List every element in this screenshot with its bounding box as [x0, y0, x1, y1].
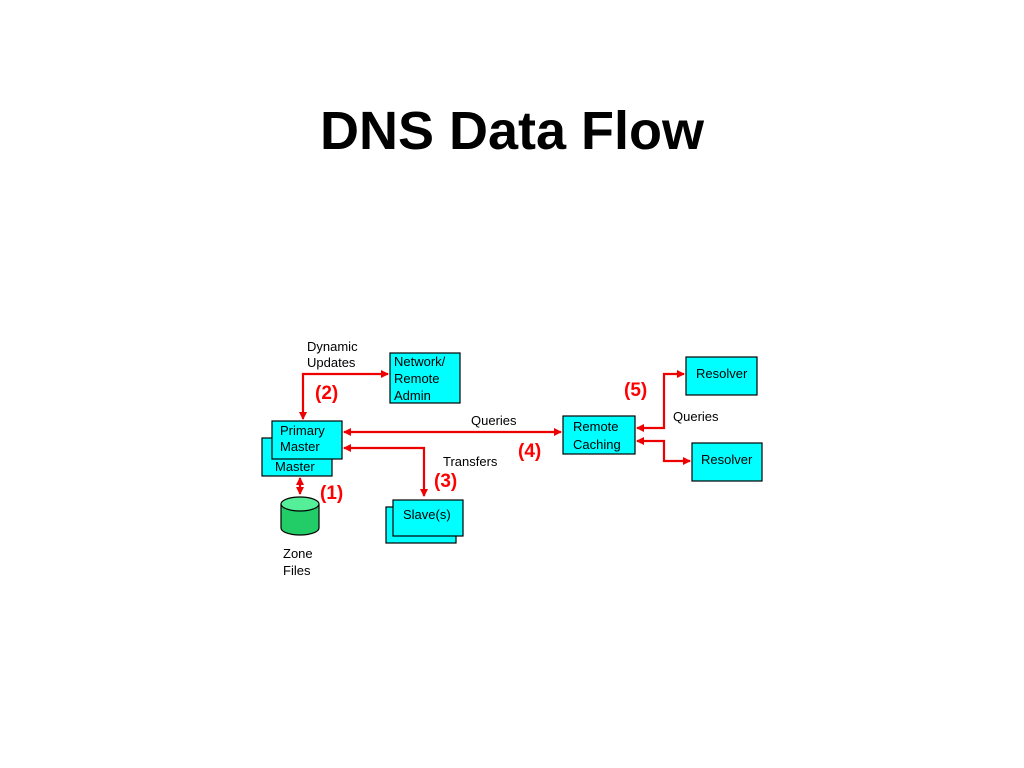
resolver-top-node: Resolver: [685, 356, 758, 396]
network-admin-node: Network/ Remote Admin: [389, 352, 461, 404]
resolver-top-label: Resolver: [696, 366, 748, 381]
queries-label: Queries: [471, 413, 517, 428]
resolver-bottom-box: [691, 442, 763, 482]
primary-master-label-1: Primary: [280, 423, 325, 438]
step-4-label: (4): [518, 441, 541, 462]
resolver-bottom-label: Resolver: [701, 452, 753, 467]
step-5-label: (5): [624, 380, 647, 401]
step-2-label: (2): [315, 383, 338, 404]
slaves-node: Slave(s): [385, 499, 464, 544]
remote-caching-box: [562, 415, 636, 455]
step-1-label: (1): [320, 483, 343, 504]
resolver-bottom-node: Resolver: [691, 442, 763, 482]
remote-caching-node: Remote Caching: [562, 415, 636, 455]
zone-files-database-icon: [280, 496, 320, 536]
dynamic-updates-label-2: Updates: [307, 355, 356, 370]
slaves-box: [392, 499, 464, 537]
transfers-label: Transfers: [443, 454, 498, 469]
zone-files-label-1: Zone: [283, 546, 313, 561]
page-title: DNS Data Flow: [319, 101, 705, 161]
queries-resolvers-label: Queries: [673, 409, 719, 424]
arrow-transfers: [343, 444, 428, 497]
slaves-label: Slave(s): [403, 507, 451, 522]
remote-caching-label-2: Caching: [573, 437, 621, 452]
master-back-label: Master: [275, 459, 315, 474]
dynamic-updates-label-1: Dynamic: [307, 339, 358, 354]
network-admin-label-3: Admin: [394, 388, 431, 403]
network-admin-label-2: Remote: [394, 371, 440, 386]
step-3-label: (3): [434, 471, 457, 492]
arrow-resolver-top: [636, 370, 685, 432]
network-admin-label-1: Network/: [394, 354, 446, 369]
network-admin-box: [389, 352, 461, 404]
arrow-dynamic-updates: [299, 370, 389, 420]
primary-master-label-2: Master: [280, 439, 320, 454]
remote-caching-label-1: Remote: [573, 419, 619, 434]
primary-master-node: Master Primary Master: [261, 420, 343, 477]
resolver-top-box: [685, 356, 758, 396]
zone-files-label-2: Files: [283, 563, 311, 578]
primary-master-box: [271, 420, 343, 460]
arrow-resolver-bottom: [636, 437, 691, 465]
